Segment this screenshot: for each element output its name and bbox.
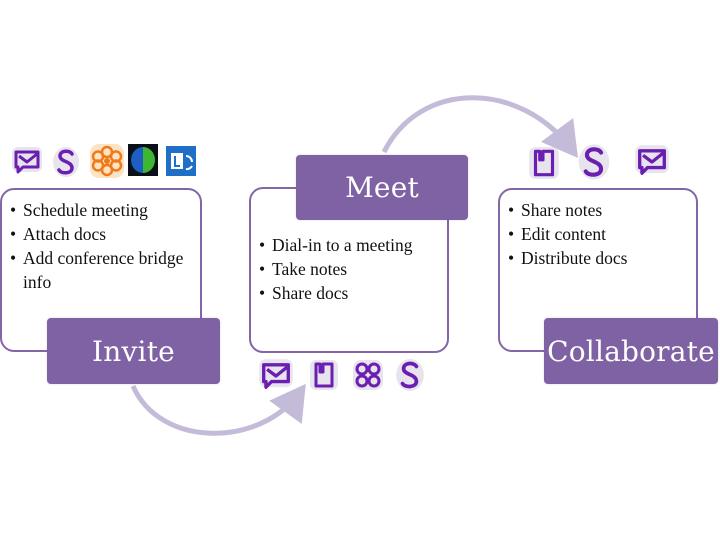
s-app-icon [576, 142, 612, 182]
list-item: Edit content [506, 222, 696, 246]
list-item: Add conference bridge info [8, 246, 200, 294]
list-item: Distribute docs [506, 246, 696, 270]
stage-label-collaborate: Collaborate [544, 318, 718, 384]
email-icon [257, 357, 295, 395]
list-item: Take notes [257, 257, 447, 281]
stage-label-meet: Meet [296, 155, 468, 220]
list-item: Dial-in to a meeting [257, 233, 447, 257]
notes-icon [527, 144, 561, 182]
list-item: Attach docs [8, 222, 200, 246]
stage-label-invite: Invite [47, 318, 220, 384]
flower-app-icon [89, 143, 125, 179]
s-app-icon [51, 145, 81, 179]
knot-icon [351, 358, 385, 392]
collaborate-bullets: Share notes Edit content Distribute docs [506, 198, 696, 270]
meet-bullets: Dial-in to a meeting Take notes Share do… [257, 233, 447, 305]
invite-bullets: Schedule meeting Attach docs Add confere… [8, 198, 200, 294]
list-item: Share docs [257, 281, 447, 305]
s-app-icon [394, 356, 426, 394]
email-icon [10, 145, 44, 179]
globe-app-icon [128, 144, 158, 176]
email-icon [633, 142, 671, 182]
lync-icon [166, 146, 196, 176]
list-item: Schedule meeting [8, 198, 200, 222]
list-item: Share notes [506, 198, 696, 222]
notes-icon [308, 358, 340, 392]
